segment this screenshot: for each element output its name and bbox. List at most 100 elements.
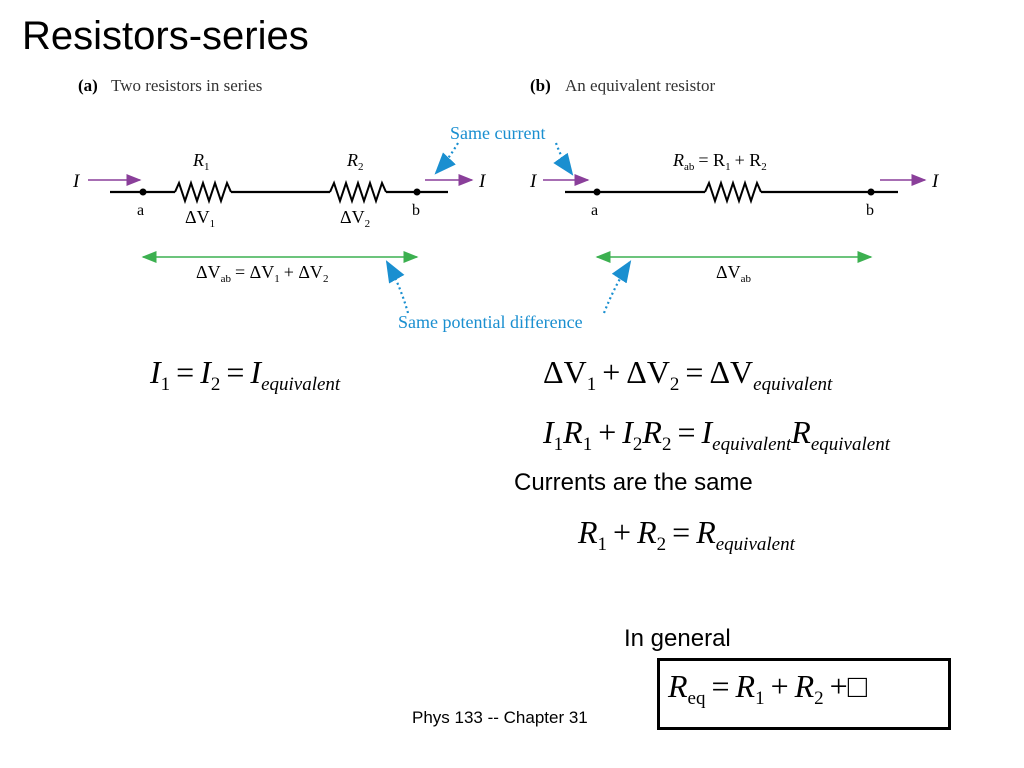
dv2-subscript: 2	[365, 218, 371, 230]
rab-eq-sub2: 2	[761, 161, 767, 173]
dvab-equation: ΔVab= ΔV1+ ΔV2	[196, 262, 328, 285]
eq1-sub1: 1	[160, 374, 171, 395]
resistor-r1-symbol	[174, 179, 232, 205]
current-in-b: I	[529, 171, 538, 192]
eq5-sub2: 2	[814, 688, 824, 709]
eq3-i2: I	[622, 414, 633, 450]
dvab-eq-sub2: 2	[323, 273, 329, 285]
equation-currents-equal: I1=I2=Iequivalent	[150, 354, 340, 396]
eq2-dv2: ΔV	[626, 354, 670, 390]
rab-eq-rest: = R	[698, 150, 725, 170]
eq5-equals: =	[711, 668, 730, 704]
r2-label: R2	[346, 150, 364, 173]
eq5-sub1: 1	[755, 688, 765, 709]
current-out-b: I	[931, 171, 940, 192]
eq5-r1: R	[735, 668, 756, 704]
same-potential-arrow-left	[385, 260, 410, 314]
node-a-label: a	[137, 202, 144, 219]
rab-equation: Rab= R1 + R2	[672, 150, 767, 173]
eq2-sub-eq: equivalent	[753, 374, 833, 395]
current-out-a: I	[478, 171, 487, 192]
eq4-sub-eq: equivalent	[715, 534, 795, 555]
eq3-req: R	[791, 414, 811, 450]
current-in-a: I	[72, 171, 81, 192]
rab-subscript: ab	[684, 161, 695, 173]
eq2-sub1: 1	[586, 374, 597, 395]
eq1-i1: I	[150, 354, 161, 390]
slide-title: Resistors-series	[22, 14, 309, 58]
same-potential-arrow-right	[602, 260, 632, 314]
eq3-ieq: I	[701, 414, 713, 450]
r1-label: R1	[192, 150, 210, 173]
rab-eq-sub1: 1	[725, 161, 731, 173]
general-equation-box	[657, 658, 951, 730]
eq4-r1: R	[578, 514, 598, 550]
eq3-sub-r2: 2	[661, 434, 672, 455]
eq3-r1: R	[563, 414, 583, 450]
eq3-sub-ieq: equivalent	[712, 434, 792, 455]
node-a-dot-b	[593, 188, 601, 196]
equation-ohms-law-sum: I1R1+I2R2=IequivalentRequivalent	[543, 414, 890, 456]
eq4-r2: R	[637, 514, 657, 550]
eq3-sub-i1: 1	[553, 434, 564, 455]
equation-general: Req=R1+R2+□	[668, 668, 867, 710]
dvab-b-subscript: ab	[741, 273, 752, 285]
equation-resistance-sum: R1+R2=Requivalent	[578, 514, 795, 556]
dvab-eq-plus: + ΔV	[284, 262, 323, 282]
dvab-symbol: ΔV	[196, 262, 221, 282]
eq2-dveq: ΔV	[709, 354, 754, 390]
same-potential-label: Same potential difference	[398, 312, 583, 332]
panel-b-label: (b)	[530, 76, 551, 95]
equation-voltages-sum: ΔV1+ΔV2=ΔVequivalent	[543, 354, 832, 396]
eq5-tail: +□	[829, 668, 868, 704]
eq3-i1: I	[543, 414, 554, 450]
dvab-eq-sub1: 1	[274, 273, 280, 285]
eq3-sub-i2: 2	[632, 434, 643, 455]
dv2-label: ΔV2	[340, 207, 370, 230]
eq2-equals: =	[685, 354, 704, 390]
eq3-sub-req: equivalent	[810, 434, 890, 455]
eq5-sub-eq: eq	[687, 688, 706, 709]
node-b-dot-b	[867, 188, 875, 196]
resistor-rab-symbol	[704, 179, 762, 205]
circuit-a: I I a b R1 R2 ΔV1 ΔV2	[72, 150, 487, 230]
dvab-b-label: ΔVab	[716, 262, 751, 285]
node-b-label-b: b	[866, 202, 874, 219]
eq1-sub-eq: equivalent	[261, 374, 341, 395]
eq5-r2: R	[794, 668, 815, 704]
dv1-label: ΔV1	[185, 207, 215, 230]
series-resistor-figure: (a) Two resistors in series (b) An equiv…	[72, 76, 940, 332]
slide-footer: Phys 133 -- Chapter 31	[412, 708, 588, 727]
panel-a-label: (a)	[78, 76, 98, 95]
eq2-plus: +	[602, 354, 621, 390]
rab-symbol: R	[672, 150, 684, 170]
panel-b-title: An equivalent resistor	[565, 76, 715, 95]
eq4-req: R	[696, 514, 716, 550]
eq4-sub2: 2	[656, 534, 667, 555]
eq3-r2: R	[642, 414, 662, 450]
eq1-ieq: I	[250, 354, 262, 390]
eq3-plus: +	[598, 414, 617, 450]
dv1-subscript: 1	[210, 218, 216, 230]
node-b-label: b	[412, 202, 420, 219]
node-a-label-b: a	[591, 202, 598, 219]
rab-eq-plus: + R	[735, 150, 762, 170]
eq5-req: R	[668, 668, 688, 704]
eq2-sub2: 2	[669, 374, 680, 395]
eq5-plus: +	[770, 668, 789, 704]
eq4-sub1: 1	[597, 534, 608, 555]
dvab-subscript: ab	[221, 273, 232, 285]
dv1-symbol: ΔV	[185, 207, 210, 227]
eq4-plus: +	[613, 514, 632, 550]
same-current-arrow-right	[553, 142, 574, 176]
resistor-r2-symbol	[329, 179, 387, 205]
currents-same-note: Currents are the same	[514, 469, 753, 496]
eq3-equals: =	[677, 414, 696, 450]
node-a-dot	[139, 188, 147, 196]
dvab-b-symbol: ΔV	[716, 262, 741, 282]
node-b-dot	[413, 188, 421, 196]
eq4-equals: =	[672, 514, 691, 550]
same-current-arrow-left	[434, 142, 459, 175]
in-general-note: In general	[624, 625, 731, 652]
same-current-label: Same current	[450, 123, 545, 143]
